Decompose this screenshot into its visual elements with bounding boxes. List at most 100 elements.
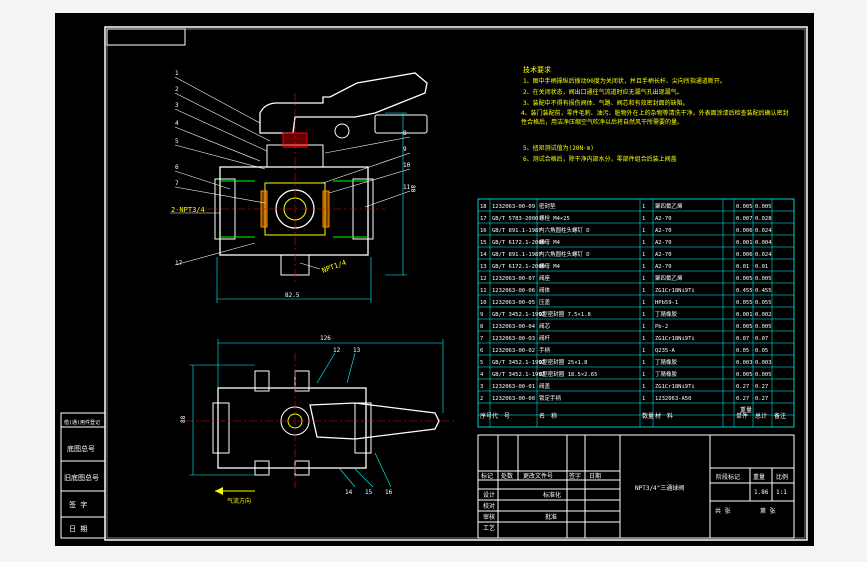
parts-cell: 1232063-00-09 [492,204,535,210]
port-left [214,178,236,240]
parts-cell: 1 [642,396,645,402]
front-section-view [205,72,428,283]
inner-frame [106,28,806,539]
parts-cell: 0.001 [736,312,753,318]
callout-6: 6 [175,164,179,171]
front-callouts [170,76,411,270]
parts-cell: 0.005 [755,204,772,210]
tech-item-4: 4、装门装配前，零件毛刺、油污、脏物外在上的杂物等清洗干净。外表面涂漆后检查装配… [521,110,789,126]
parts-header: 备注 [774,412,786,420]
parts-cell: 1 [642,276,645,282]
callout-7: 7 [175,180,179,187]
parts-cell: A2-70 [655,240,672,246]
callout-4: 4 [175,120,179,127]
callout-11: 11 [403,184,411,191]
parts-cell: GB/T 3452.1-1992 [492,360,545,366]
parts-cell: 6 [480,348,483,354]
parts-cell: GB/T 6172.1-2000 [492,240,545,246]
front-height-dim: 80 [409,185,416,193]
parts-cell: 0.07 [736,336,749,342]
parts-cell: 0.024 [755,228,772,234]
parts-cell: 0.007 [736,216,753,222]
parts-cell: 0.024 [755,252,772,258]
parts-cell: ZG1Cr18Ni9Ti [655,336,695,342]
parts-cell: 0.003 [736,360,753,366]
parts-cell: 1 [642,336,645,342]
parts-cell: Q235-A [655,348,676,354]
parts-cell: 螺栓 M4×25 [539,214,570,222]
tb-count: 处数 [501,472,513,480]
callout-3: 3 [175,102,179,109]
tech-item-1: 1、图中手柄操纵后拨动90度为关闭状，并且手柄长杆、尖向所指通道断开。 [523,77,726,85]
parts-cell: 11 [480,288,487,294]
parts-cell: 9 [480,312,483,318]
parts-cell: O型密封圈 18.5×2.65 [539,370,597,378]
front-width-dim: 82.5 [285,292,300,299]
parts-cell: 聚四氟乙烯 [655,274,683,282]
callout-2: 2 [175,86,179,93]
parts-cell: 0.005 [736,204,753,210]
parts-cell: 0.055 [755,300,772,306]
parts-cell: HPb59-1 [655,300,678,306]
parts-cell: 0.05 [736,348,749,354]
handle-pivot [334,123,350,139]
parts-cell: GB/T 891.1-1987 [492,252,542,258]
parts-cell: 1 [642,264,645,270]
tb-check: 校对 [483,502,495,510]
parts-cell: 阀芯 [539,322,551,330]
parts-cell: 0.455 [736,288,753,294]
top-port-right [354,402,372,454]
callout-17: 17 [175,260,183,267]
parts-cell: 1232063-A50 [655,396,691,402]
parts-header: 名 称 [539,412,557,420]
parts-cell: O型密封圈 7.5×1.8 [539,310,591,318]
callout-1: 1 [175,70,179,77]
parts-cell: 0.005 [736,372,753,378]
parts-cell: 3 [480,384,483,390]
top-dimensions [189,339,444,488]
parts-cell: GB/T 6172.1-2000 [492,264,545,270]
tb-sheet-total: 共 张 [715,507,731,515]
parts-cell: 阀座 [539,274,551,282]
parts-cell: 1 [642,228,645,234]
top-callout-14: 14 [345,489,353,496]
tb-stage: 阶段标记 [716,473,740,481]
parts-cell: 1 [642,300,645,306]
parts-cell: 18 [480,204,487,210]
parts-cell: 1 [642,360,645,366]
parts-cell: GB/T 3452.1-1992 [492,312,545,318]
parts-cell: 1 [642,372,645,378]
parts-cell: 4 [480,372,484,378]
parts-cell: 13 [480,264,487,270]
parts-cell: 螺母 M4 [539,262,561,270]
parts-cell: Pb-2 [655,324,668,330]
tech-item-3: 3、装配中不得有损伤阀体、气路、阀芯和有效密封面的缺陷。 [523,99,689,107]
parts-cell: 0.028 [755,216,772,222]
tb-sign: 签字 [569,472,581,480]
parts-cell: 0.006 [736,252,753,258]
parts-cell: 0.27 [736,396,749,402]
side-label-2: 旧底图总号 [64,473,99,482]
top-callout-16: 16 [385,489,393,496]
drawing-sheet: 借(通)用件登记 底图总号 旧底图总号 签 字 日 期 技术要求 1、图中手柄操… [55,13,814,546]
parts-cell: 阀体 [539,286,551,294]
parts-cell: 手柄 [539,346,551,354]
tb-weight-value: 1.86 [754,489,769,496]
tech-item-2: 2、在关闭状态，阀出口通往气流道时应无漏气孔出现漏气。 [523,88,683,96]
corner-label-box [106,28,186,46]
parts-header: 总计 [755,412,767,420]
parts-cell: GB/T 5783-2000 [492,216,538,222]
parts-cell: ZG1Cr18Ni9Ti [655,288,695,294]
parts-cell: 16 [480,228,487,234]
parts-cell: 2 [480,396,483,402]
side-label-1: 底图总号 [67,444,95,453]
parts-cell: 丁腈橡胶 [655,310,678,318]
parts-cell: 0.27 [755,396,768,402]
parts-cell: 0.005 [755,372,772,378]
parts-cell: 1232063-00-07 [492,276,535,282]
side-title-block: 借(通)用件登记 底图总号 旧底图总号 签 字 日 期 [60,412,106,539]
flow-label: 气流方向 [227,497,251,505]
top-view [185,353,455,488]
left-thread-hatch [220,180,255,238]
parts-header: 单件 [736,412,748,420]
